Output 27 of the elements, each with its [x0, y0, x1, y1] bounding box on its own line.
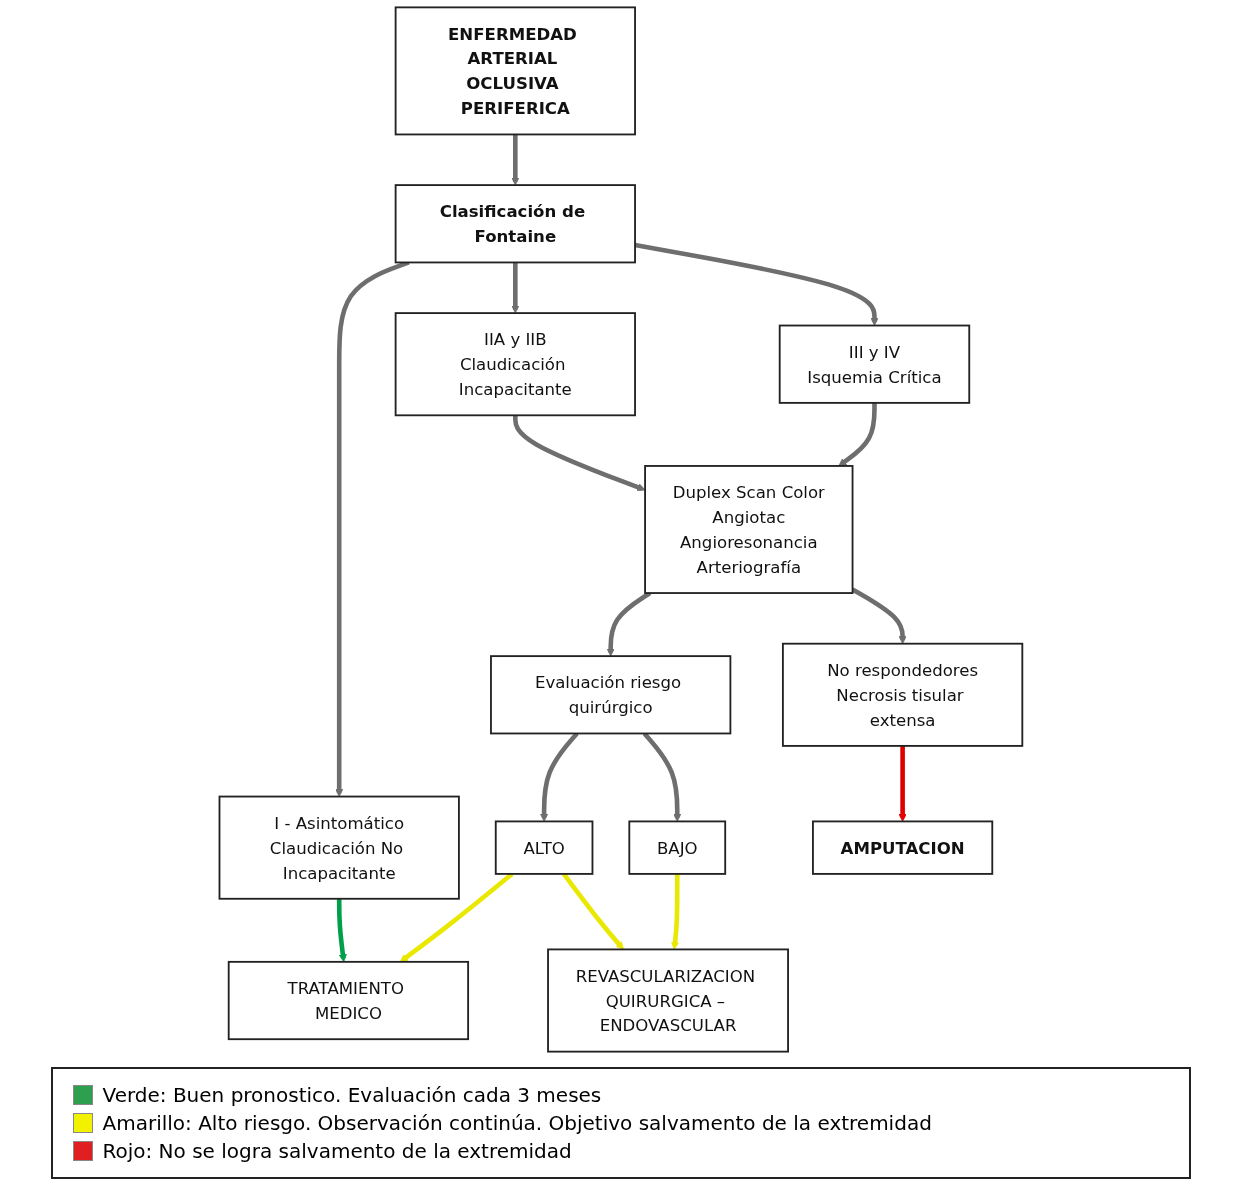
- node-box: AMPUTACION: [811, 820, 993, 875]
- node-box: III y IV Isquemia Crítica: [778, 324, 970, 404]
- arrow: [510, 134, 519, 186]
- node-box: ENFERMEDAD ARTERIAL OCLUSIVA PERIFERICA: [394, 6, 636, 136]
- arrow: [561, 872, 624, 950]
- node-box: No respondedores Necrosis tisular extensa: [781, 642, 1023, 747]
- node-box: BAJO: [628, 820, 726, 875]
- arrow: [336, 898, 347, 963]
- arrow: [510, 262, 519, 314]
- arrow: [837, 402, 877, 467]
- arrow: [399, 872, 514, 963]
- node-box: Clasificación de Fontaine: [394, 184, 636, 264]
- legend-text: Amarillo: Alto riesgo. Observación continúa. Objetivo salvamento de la extremidad: [102, 1111, 932, 1135]
- node-box: Evaluación riesgo quirúrgico: [489, 655, 731, 735]
- node-box: I - Asintomático Claudicación No Incapacitante: [218, 795, 460, 900]
- arrow: [670, 873, 680, 950]
- arrow: [606, 591, 651, 657]
- arrow: [851, 587, 907, 645]
- legend-text: Verde: Buen pronostico. Evaluación cada 3 meses: [102, 1083, 602, 1107]
- node-box: REVASCULARIZACION QUIRURGICA – ENDOVASCULAR: [546, 948, 789, 1053]
- node-box: Duplex Scan Color Angiotac Angioresonancia Arteriografía: [643, 465, 854, 594]
- node-box: TRATAMIENTO MEDICO: [227, 960, 469, 1041]
- legend-text: Rojo: No se logra salvamento de la extremidad: [102, 1139, 572, 1163]
- node-box: ALTO: [494, 820, 593, 875]
- arrow: [898, 745, 907, 822]
- node-box: IIA y IIB Claudicación Incapacitante: [394, 312, 636, 417]
- arrow: [634, 242, 879, 326]
